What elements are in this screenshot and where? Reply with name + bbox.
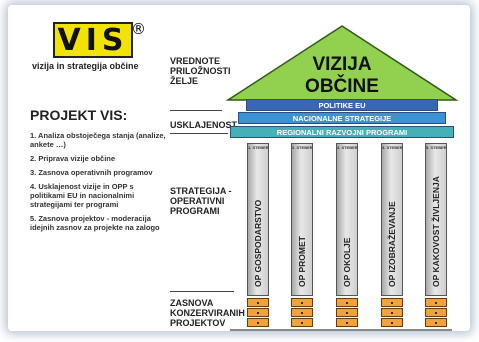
project-block (425, 318, 447, 327)
project-block (247, 298, 269, 307)
label-projects: ZASNOVA KONZERVIRANIH PROJEKTOV (170, 298, 245, 328)
project-steps-list: 1. Analiza obstoječega stanja (analize, … (30, 131, 170, 237)
project-block (291, 318, 313, 327)
pillar-head: 5. STEBER (426, 145, 447, 150)
project-block (381, 298, 403, 307)
project-step: 4. Usklajenost vizije in OPP s politikam… (30, 182, 135, 209)
band-regional-programs: REGIONALNI RAZVOJNI PROGRAMI (230, 126, 454, 138)
logo-text: VIS (57, 22, 129, 58)
project-block (336, 298, 358, 307)
pillar-label: OP IZOBRAŽEVANJE (387, 201, 397, 287)
band-eu-policies: POLITIKE EU (246, 99, 438, 111)
project-block (336, 308, 358, 317)
project-step: 5. Zasnova projektov - moderacija idejni… (30, 214, 160, 232)
vis-logo: VIS (53, 22, 133, 58)
foundation-line (230, 329, 452, 331)
label-strategy: STRATEGIJA - OPERATIVNI PROGRAMI (170, 186, 232, 216)
project-block (247, 318, 269, 327)
pillar-4: 4. STEBER OP IZOBRAŽEVANJE (381, 143, 403, 296)
project-block (381, 308, 403, 317)
pillar-head: 2. STEBER (292, 145, 313, 150)
roof-line-2: OBČINE (305, 75, 379, 97)
project-block (291, 298, 313, 307)
label-alignment: USKLAJENOST (170, 120, 238, 130)
pillar-head: 4. STEBER (382, 145, 403, 150)
project-block (425, 308, 447, 317)
pillar-3: 3. STEBER OP OKOLJE (336, 143, 358, 296)
separator-line (170, 110, 222, 111)
pillar-label: OP PROMET (297, 236, 307, 287)
separator-line (170, 291, 234, 292)
project-block (425, 298, 447, 307)
pillar-label: OP KAKOVOST ŽIVLJENJA (431, 176, 441, 287)
project-block (291, 308, 313, 317)
label-values: VREDNOTE PRILOŽNOSTI ŽELJE (170, 56, 231, 86)
project-title: PROJEKT VIS: (30, 107, 128, 123)
band-national-strategies: NACIONALNE STRATEGIJE (238, 112, 446, 124)
separator-line (170, 133, 228, 134)
registered-mark: ® (131, 20, 146, 38)
logo-subtitle: vizija in strategija občine (32, 61, 139, 71)
roof-line-1: VIZIJA (312, 54, 371, 75)
pillar-label: OP GOSPODARSTVO (253, 199, 263, 287)
vision-roof: VIZIJA OBČINE (225, 25, 459, 101)
project-block (381, 318, 403, 327)
project-step: 2. Priprava vizije občine (30, 154, 116, 163)
project-step: 1. Analiza obstoječega stanja (analize, … (30, 131, 166, 149)
pillar-label: OP OKOLJE (342, 237, 352, 287)
pillar-5: 5. STEBER OP KAKOVOST ŽIVLJENJA (425, 143, 447, 296)
project-block (336, 318, 358, 327)
project-block (247, 308, 269, 317)
pillar-2: 2. STEBER OP PROMET (291, 143, 313, 296)
pillar-1: 1. STEBER OP GOSPODARSTVO (247, 143, 269, 296)
pillar-head: 3. STEBER (337, 145, 358, 150)
pillar-head: 1. STEBER (248, 145, 269, 150)
project-step: 3. Zasnova operativnih programov (30, 168, 153, 177)
